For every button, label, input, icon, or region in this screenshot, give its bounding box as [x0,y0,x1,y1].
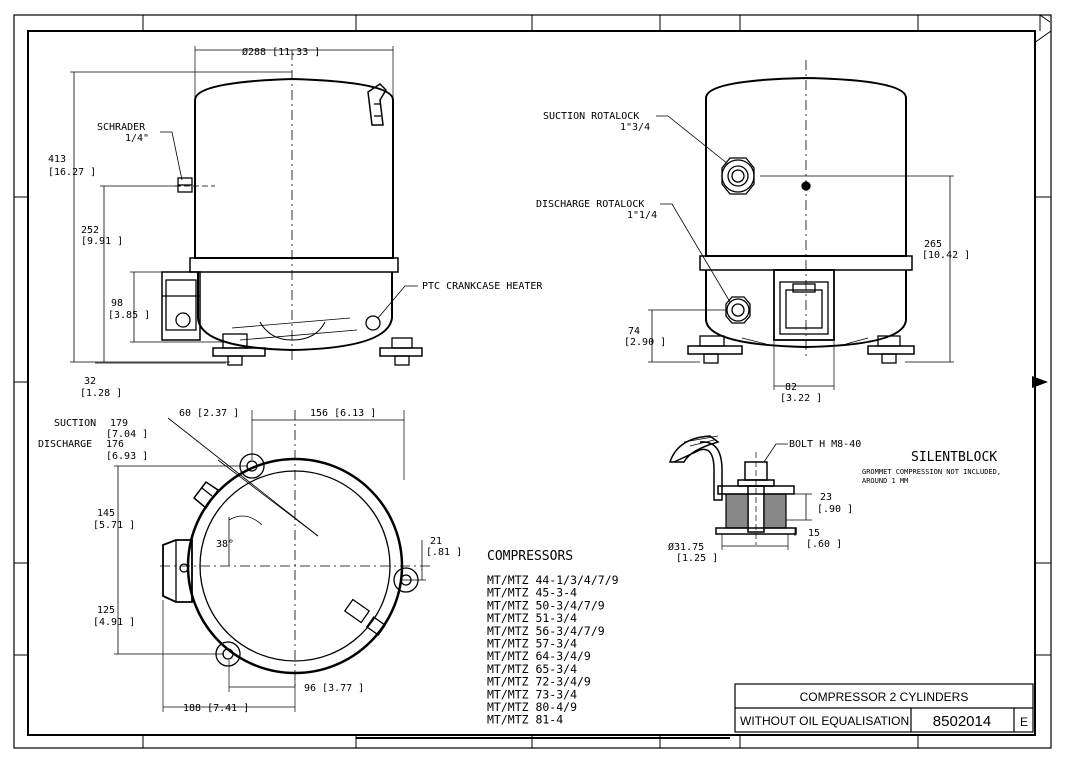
height-total-in: [16.27 ] [48,167,96,178]
side-view-labels: Ø288 [11.33 ] SCHRADER 1/4" 413 [16.27 ]… [48,46,543,399]
dim-96: 96 [3.77 ] [304,683,364,694]
silentblock-note-2: AROUND 1 MM [862,477,908,485]
dim-21: 21 [430,536,442,547]
dim-125: 125 [97,605,115,616]
top-suction-label: SUCTION [54,418,96,429]
compressor-model: MT/MTZ 72-3/4/9 [487,675,591,689]
suction-rotalock-label: SUCTION ROTALOCK [543,111,639,122]
compressor-model: MT/MTZ 81-4 [487,713,563,727]
title-block-subtitle: WITHOUT OIL EQUALISATION [740,714,909,728]
compressor-model: MT/MTZ 80-4/9 [487,700,577,714]
drawing-number: 8502014 [933,713,991,730]
dim-23-in: [.90 ] [817,504,853,515]
width-box-dim: 82 [785,382,797,393]
dim-125-in: [4.91 ] [93,617,135,628]
title-block-title: COMPRESSOR 2 CYLINDERS [800,690,969,704]
top-discharge-label: DISCHARGE [38,439,92,450]
side-view-drawing [70,46,423,366]
height-right-dim: 265 [924,239,942,250]
schrader-label: SCHRADER [97,122,146,133]
title-block: COMPRESSOR 2 CYLINDERS WITHOUT OIL EQUAL… [740,690,1028,730]
dim-diameter-in: [1.25 ] [676,553,718,564]
dim-15: 15 [808,528,820,539]
angle-dim: 38° [216,539,234,550]
compressor-model: MT/MTZ 73-3/4 [487,687,577,701]
dim-diameter: Ø31.75 [668,541,704,553]
discharge-rotalock-label: DISCHARGE ROTALOCK [536,199,644,210]
height-total-dim: 413 [48,154,66,165]
dim-21-in: [.81 ] [426,547,462,558]
compressor-model: MT/MTZ 44-1/3/4/7/9 [487,573,619,587]
bolt-label: BOLT H M8-40 [789,439,861,450]
top-suction-in: [7.04 ] [106,429,148,440]
compressors-list: COMPRESSORS MT/MTZ 44-1/3/4/7/9MT/MTZ 45… [487,549,619,727]
front-view-drawing [648,60,954,390]
height-low-in: [3.85 ] [108,310,150,321]
height-base-in: [1.28 ] [80,388,122,399]
compressor-model: MT/MTZ 65-3/4 [487,662,577,676]
compressor-model: MT/MTZ 57-3/4 [487,637,577,651]
height-mid-in: [9.91 ] [81,236,123,247]
top-suction-val: 179 [110,418,128,429]
silentblock-title: SILENTBLOCK [911,450,997,465]
compressor-model: MT/MTZ 64-3/4/9 [487,649,591,663]
silentblock-note-1: GROMMET COMPRESSION NOT INCLUDED, [862,468,1001,476]
top-view-labels: 60 [2.37 ] 156 [6.13 ] SUCTION 179 [7.04… [38,408,462,714]
top-discharge-val: 176 [106,439,124,450]
side-diameter-dim: Ø288 [11.33 ] [242,46,320,58]
dim-145-in: [5.71 ] [93,520,135,531]
top-view-drawing [114,410,430,712]
height-disc-in: [2.90 ] [624,337,666,348]
width-box-in: [3.22 ] [780,393,822,404]
dim-23: 23 [820,492,832,503]
revision-letter: E [1020,715,1028,729]
dim-60: 60 [2.37 ] [179,408,239,419]
height-base-dim: 32 [84,376,96,387]
compressor-model: MT/MTZ 51-3/4 [487,611,577,625]
height-disc-dim: 74 [628,326,640,337]
compressors-heading: COMPRESSORS [487,549,573,564]
height-mid-dim: 252 [81,225,99,236]
silentblock-drawing [668,435,812,550]
compressor-model: MT/MTZ 56-3/4/7/9 [487,624,605,638]
schrader-size: 1/4" [125,133,149,144]
discharge-rotalock-size: 1"1/4 [627,210,657,221]
height-low-dim: 98 [111,298,123,309]
dim-156: 156 [6.13 ] [310,408,376,419]
orientation-arrow-icon [1032,376,1048,388]
front-view-labels: SUCTION ROTALOCK 1"3/4 DISCHARGE ROTALOC… [536,111,970,404]
title-block-frame [734,683,1034,733]
dim-15-in: [.60 ] [806,539,842,550]
dim-145: 145 [97,508,115,519]
silentblock-labels: BOLT H M8-40 SILENTBLOCK GROMMET COMPRES… [668,439,1001,564]
top-discharge-in: [6.93 ] [106,451,148,462]
height-right-in: [10.42 ] [922,250,970,261]
compressor-model: MT/MTZ 45-3-4 [487,586,577,600]
compressor-model: MT/MTZ 50-3/4/7/9 [487,598,605,612]
heater-label: PTC CRANKCASE HEATER [422,281,543,292]
dim-188: 188 [7.41 ] [183,703,249,714]
suction-rotalock-size: 1"3/4 [620,122,650,133]
